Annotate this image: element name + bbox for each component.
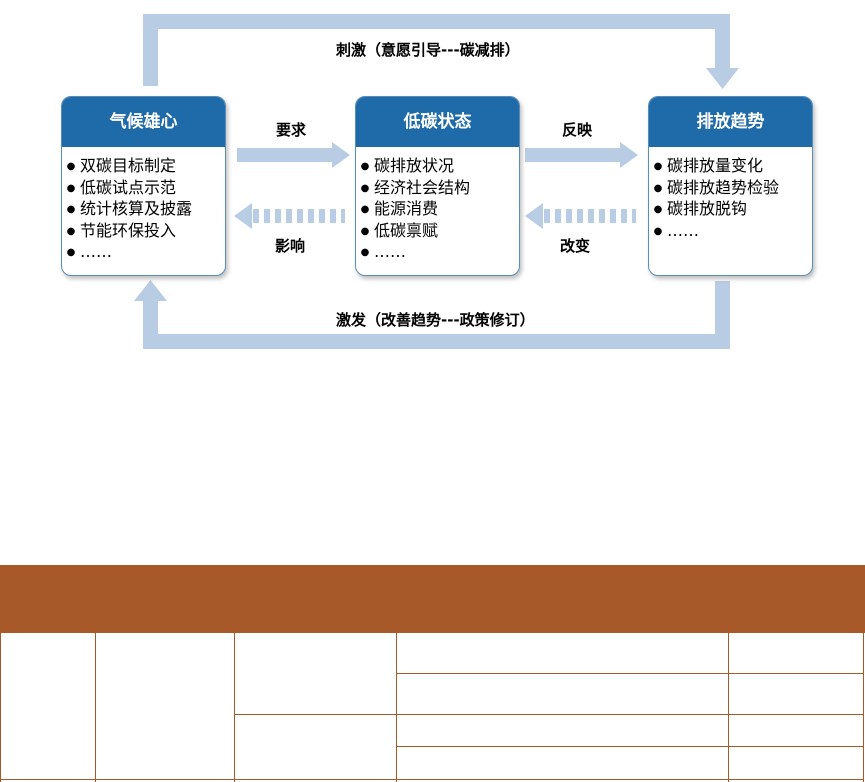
box-title: 排放趋势 <box>649 97 812 147</box>
list-item: 双碳目标制定 <box>62 155 192 177</box>
list-item: …… <box>356 241 470 263</box>
table-row-divider <box>396 673 864 674</box>
list-item: …… <box>62 241 192 263</box>
table-col-divider <box>396 633 397 782</box>
link-label-reflect: 反映 <box>562 121 593 139</box>
list-item: 低碳禀赋 <box>356 220 470 242</box>
list-item: 能源消费 <box>356 198 470 220</box>
table-row-divider <box>0 779 864 780</box>
bottom-loop-arrow-head <box>134 280 167 301</box>
list-item: 低碳试点示范 <box>62 177 192 199</box>
link-label-require: 要求 <box>276 121 307 139</box>
table-border-left <box>0 633 1 782</box>
item-list: 双碳目标制定 低碳试点示范 统计核算及披露 节能环保投入 …… <box>62 155 192 263</box>
top-loop-arrow-head <box>706 68 739 89</box>
list-item: 碳排放趋势检验 <box>649 177 779 199</box>
item-list: 碳排放量变化 碳排放趋势检验 碳排放脱钩 …… <box>649 155 779 241</box>
bottom-loop-label: 激发（改善趋势---政策修订） <box>336 311 535 329</box>
require-arrow-head <box>332 142 350 168</box>
change-arrow-head <box>525 203 543 229</box>
box-title: 低碳状态 <box>356 97 519 147</box>
link-label-change: 改变 <box>560 237 591 255</box>
box-title: 气候雄心 <box>62 97 225 147</box>
list-item: 碳排放状况 <box>356 155 470 177</box>
list-item: 碳排放脱钩 <box>649 198 779 220</box>
table-border-right <box>863 633 864 782</box>
list-item: 节能环保投入 <box>62 220 192 242</box>
top-loop-arrow-right <box>715 14 730 70</box>
table-col-divider <box>234 633 235 782</box>
link-label-influence: 影响 <box>275 237 306 255</box>
box-climate-ambition: 气候雄心 双碳目标制定 低碳试点示范 统计核算及披露 节能环保投入 …… <box>61 96 226 276</box>
top-loop-arrow-left <box>143 14 158 86</box>
top-loop-label: 刺激（意愿引导---碳减排） <box>336 41 520 59</box>
influence-arrow-shaft <box>253 209 345 223</box>
table-header <box>0 565 865 633</box>
box-emission-trend: 排放趋势 碳排放量变化 碳排放趋势检验 碳排放脱钩 …… <box>648 96 813 276</box>
influence-arrow-head <box>234 203 252 229</box>
reflect-arrow-shaft <box>525 148 621 162</box>
bottom-loop-arrow-bottom <box>143 334 730 349</box>
require-arrow-shaft <box>237 148 333 162</box>
change-arrow-shaft <box>544 209 636 223</box>
box-low-carbon-state: 低碳状态 碳排放状况 经济社会结构 能源消费 低碳禀赋 …… <box>355 96 520 276</box>
list-item: 碳排放量变化 <box>649 155 779 177</box>
bottom-loop-arrow-right <box>715 281 730 349</box>
list-item: …… <box>649 220 779 242</box>
top-loop-arrow-top <box>143 14 730 29</box>
list-item: 统计核算及披露 <box>62 198 192 220</box>
item-list: 碳排放状况 经济社会结构 能源消费 低碳禀赋 …… <box>356 155 470 263</box>
table-col-divider <box>95 633 96 782</box>
table-col-divider <box>728 633 729 782</box>
table-row-divider <box>234 714 864 715</box>
reflect-arrow-head <box>620 142 638 168</box>
list-item: 经济社会结构 <box>356 177 470 199</box>
table-row-divider <box>396 746 864 747</box>
bottom-loop-arrow-left <box>143 298 158 349</box>
